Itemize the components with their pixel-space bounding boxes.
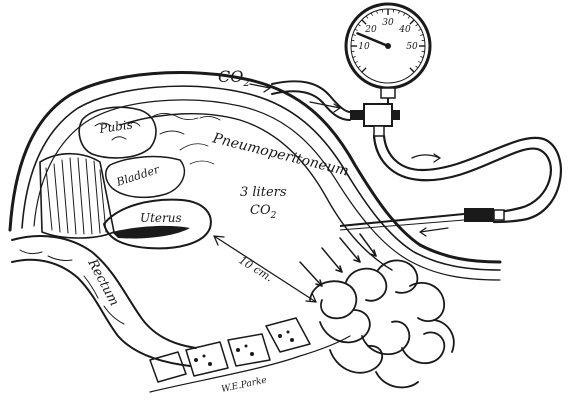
rectum-region	[11, 235, 351, 393]
gauge-scale-label: 30	[382, 18, 394, 28]
gauge-tick	[418, 28, 422, 31]
gauge-tick	[418, 61, 422, 64]
distance-line	[213, 235, 317, 303]
gauge-tick	[415, 65, 419, 69]
pubis-region	[78, 106, 221, 159]
gauge-tick	[361, 19, 367, 25]
gauge-scale-label: 10	[358, 42, 370, 52]
gauge-tick	[409, 67, 415, 73]
gauge-tick	[365, 15, 369, 19]
uterus-label: Uterus	[140, 211, 182, 225]
gauge-scale-label: 50	[406, 42, 418, 52]
gauge-needle	[356, 32, 390, 48]
rectum-label: Rectum	[84, 256, 122, 309]
abdominal-wall	[8, 71, 502, 281]
gauge-tick	[376, 10, 378, 14]
gauge-tick	[409, 19, 415, 25]
gauge-scale-labels: 10 20 30 40 50	[358, 18, 418, 52]
distance-label: 10 cm.	[236, 254, 275, 285]
gauge-tick	[357, 65, 361, 69]
gauge-tick	[354, 61, 358, 64]
pelvic-muscle	[39, 152, 115, 239]
pneumoperitoneum-label: Pneumoperitoneum	[210, 130, 350, 180]
artist-signature: W.E.Parke	[221, 376, 268, 395]
outlet-tubing	[372, 134, 562, 224]
gauge-tick	[415, 23, 419, 27]
gauge-tick	[352, 56, 356, 58]
inlet-tube	[249, 80, 351, 121]
gauge-tick	[407, 15, 411, 19]
insufflation-needle	[339, 208, 505, 237]
pressure-arrows	[299, 233, 377, 287]
gauge-tick	[352, 34, 356, 36]
gauge-tick	[420, 34, 424, 36]
volume-label-line2: CO2	[250, 203, 277, 221]
gauge-scale-label: 20	[364, 25, 377, 35]
pressure-gauge: 10 20 30 40 50	[344, 2, 432, 99]
gauge-scale-label: 40	[398, 25, 411, 35]
co2-inlet-label: CO2	[218, 67, 250, 89]
valve-fitting	[350, 98, 400, 137]
gauge-tick	[370, 12, 373, 16]
uterus	[103, 198, 212, 250]
bladder-label: Bladder	[114, 163, 162, 190]
gauge-tick	[420, 56, 424, 58]
intestines	[309, 259, 455, 389]
gauge-tick	[357, 23, 361, 27]
volume-label-line1: 3 liters	[240, 185, 287, 200]
gauge-tick	[403, 12, 406, 16]
gauge-tick-marks	[351, 9, 425, 73]
gauge-tick	[398, 10, 400, 14]
pubis-label: Pubis	[97, 117, 133, 136]
bladder-region	[105, 143, 215, 199]
gauge-tick	[361, 67, 367, 73]
gauge-tick	[354, 28, 358, 31]
